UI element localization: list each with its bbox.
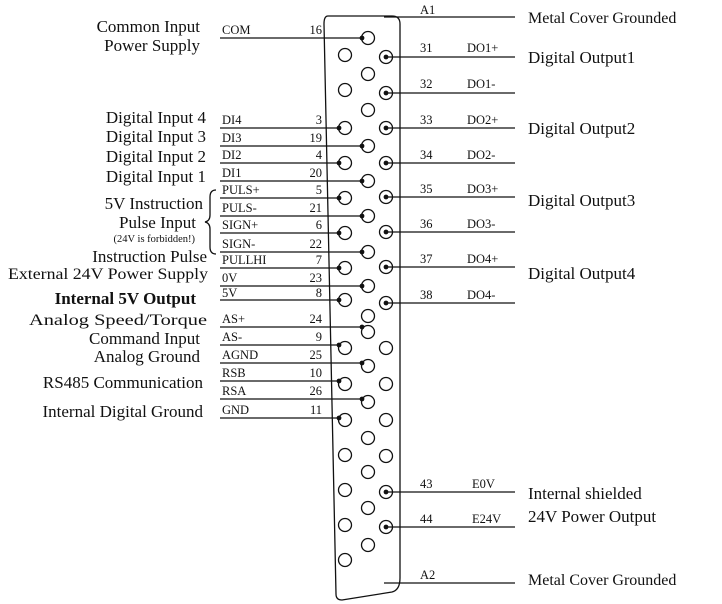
signal-as-plus: AS+: [222, 312, 245, 326]
pin-number-32: 32: [420, 77, 433, 91]
pin-number-33: 33: [420, 113, 433, 127]
pin-number-a1: A1: [420, 3, 435, 17]
signal-pullhi: PULLHI: [222, 253, 266, 267]
pin-number-9: 9: [316, 330, 322, 344]
pin-number-37: 37: [420, 252, 433, 266]
signal-do2-minus: DO2-: [467, 148, 495, 162]
signal-rsa: RSA: [222, 384, 246, 398]
label-command-input: Command Input: [89, 329, 200, 348]
pulse-input-brace: [204, 189, 217, 255]
pin-number-11: 11: [310, 403, 322, 417]
pin-number-7: 7: [316, 253, 322, 267]
pin-number-43: 43: [420, 477, 433, 491]
pin-number-6: 6: [316, 218, 322, 232]
label-external-24v-power-supply: External 24V Power Supply: [8, 266, 208, 283]
signal-puls-plus: PULS+: [222, 183, 260, 197]
signal-com: COM: [222, 23, 250, 37]
signal-sign-minus: SIGN-: [222, 237, 255, 251]
pin-number-23: 23: [310, 271, 323, 285]
signal-di4: DI4: [222, 113, 242, 127]
label-rs485-communication: RS485 Communication: [43, 373, 204, 392]
signal-gnd: GND: [222, 403, 249, 417]
signal-di2: DI2: [222, 148, 241, 162]
label-digital-output-2: Digital Output2: [528, 119, 635, 138]
pin-holes-outer: [378, 49, 394, 535]
signal-sign-plus: SIGN+: [222, 218, 258, 232]
pin-number-22: 22: [310, 237, 323, 251]
pin-number-35: 35: [420, 182, 433, 196]
pin-number-24: 24: [310, 312, 323, 326]
signal-0v: 0V: [222, 271, 237, 285]
signal-di3: DI3: [222, 131, 241, 145]
signal-as-minus: AS-: [222, 330, 242, 344]
signal-do1-minus: DO1-: [467, 77, 495, 91]
pin-number-26: 26: [310, 384, 323, 398]
label-24v-power-output: 24V Power Output: [528, 507, 656, 526]
pin-number-31: 31: [420, 41, 433, 55]
signal-e24v: E24V: [472, 512, 501, 526]
label-digital-output-1: Digital Output1: [528, 48, 635, 67]
signal-do2-plus: DO2+: [467, 113, 498, 127]
signal-puls-minus: PULS-: [222, 201, 257, 215]
pin-number-21: 21: [310, 201, 323, 215]
pin-number-8: 8: [316, 286, 322, 300]
signal-do3-plus: DO3+: [467, 182, 498, 196]
pin-number-20: 20: [310, 166, 323, 180]
label-5v-instruction: 5V Instruction: [105, 194, 204, 213]
label-analog-ground: Analog Ground: [94, 347, 201, 366]
pin-number-5: 5: [316, 183, 322, 197]
signal-do3-minus: DO3-: [467, 217, 495, 231]
signal-do1-plus: DO1+: [467, 41, 498, 55]
label-pulse-input: Pulse Input: [119, 213, 196, 232]
label-digital-output-4: Digital Output4: [528, 264, 636, 283]
signal-e0v: E0V: [472, 477, 495, 491]
label-digital-output-3: Digital Output3: [528, 191, 635, 210]
label-analog-speed-torque: Analog Speed/Torque: [29, 312, 207, 329]
pin-number-44: 44: [420, 512, 433, 526]
label-digital-input-3: Digital Input 3: [106, 127, 206, 146]
signal-agnd: AGND: [222, 348, 258, 362]
pin-number-16: 16: [310, 23, 323, 37]
pin-number-a2: A2: [420, 568, 435, 582]
pin-number-25: 25: [310, 348, 323, 362]
label-internal-5v-output: Internal 5V Output: [55, 289, 197, 308]
pin-number-10: 10: [310, 366, 323, 380]
signal-5v: 5V: [222, 286, 237, 300]
label-internal-digital-ground: Internal Digital Ground: [42, 402, 203, 421]
signal-do4-minus: DO4-: [467, 288, 495, 302]
label-metal-cover-grounded-bottom: Metal Cover Grounded: [528, 572, 676, 589]
connector-shell: [323, 15, 401, 601]
pin-number-3: 3: [316, 113, 322, 127]
pin-number-4: 4: [316, 148, 323, 162]
pin-holes-middle: [360, 30, 376, 553]
label-power-supply: Power Supply: [104, 36, 200, 55]
label-24v-forbidden: (24V is forbidden!): [114, 234, 196, 245]
label-internal-shielded: Internal shielded: [528, 484, 642, 503]
label-instruction-pulse: Instruction Pulse: [92, 247, 207, 266]
pin-number-38: 38: [420, 288, 433, 302]
label-digital-input-4: Digital Input 4: [106, 108, 207, 127]
pin-number-34: 34: [420, 148, 433, 162]
signal-di1: DI1: [222, 166, 241, 180]
label-digital-input-2: Digital Input 2: [106, 147, 206, 166]
label-digital-input-1: Digital Input 1: [106, 167, 206, 186]
pin-number-19: 19: [310, 131, 323, 145]
label-common-input: Common Input: [97, 17, 201, 36]
signal-rsb: RSB: [222, 366, 246, 380]
pin-number-36: 36: [420, 217, 433, 231]
label-metal-cover-grounded-top: Metal Cover Grounded: [528, 10, 676, 27]
signal-do4-plus: DO4+: [467, 252, 498, 266]
